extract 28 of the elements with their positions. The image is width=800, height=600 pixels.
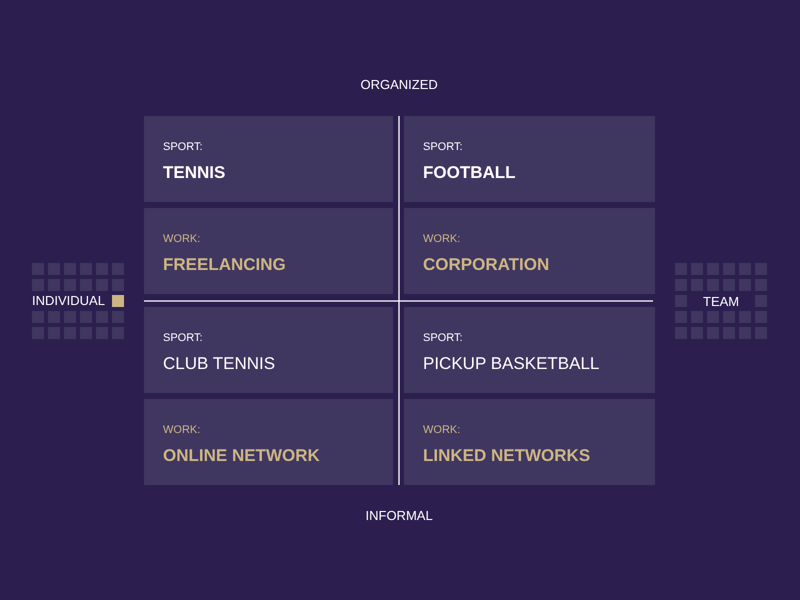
- quadrant-card: [404, 307, 655, 393]
- category-label: SPORT:: [423, 140, 463, 154]
- left-axis-label: INDIVIDUAL: [32, 293, 105, 309]
- quadrant-card: [144, 399, 393, 485]
- top-axis-label: ORGANIZED: [360, 77, 438, 93]
- card-title: CORPORATION: [423, 254, 550, 276]
- bottom-axis-label: INFORMAL: [366, 508, 433, 524]
- card-title: PICKUP BASKETBALL: [423, 353, 600, 375]
- category-label: WORK:: [163, 423, 200, 437]
- card-title: FOOTBALL: [423, 162, 516, 184]
- category-label: WORK:: [423, 232, 460, 246]
- card-title: ONLINE NETWORK: [163, 445, 320, 467]
- right-axis-label: TEAM: [703, 294, 740, 310]
- category-label: SPORT:: [163, 331, 203, 345]
- quadrant-card: [144, 116, 393, 202]
- card-title: TENNIS: [163, 162, 226, 184]
- quadrant-card: [144, 208, 393, 294]
- category-label: WORK:: [163, 232, 200, 246]
- category-label: SPORT:: [163, 140, 203, 154]
- quadrant-card: [404, 399, 655, 485]
- category-label: SPORT:: [423, 331, 463, 345]
- card-title: FREELANCING: [163, 254, 286, 276]
- category-label: WORK:: [423, 423, 460, 437]
- quadrant-card: [404, 208, 655, 294]
- quadrant-card: [144, 307, 393, 393]
- quadrant-card: [404, 116, 655, 202]
- card-title: CLUB TENNIS: [163, 353, 276, 375]
- card-title: LINKED NETWORKS: [423, 445, 590, 467]
